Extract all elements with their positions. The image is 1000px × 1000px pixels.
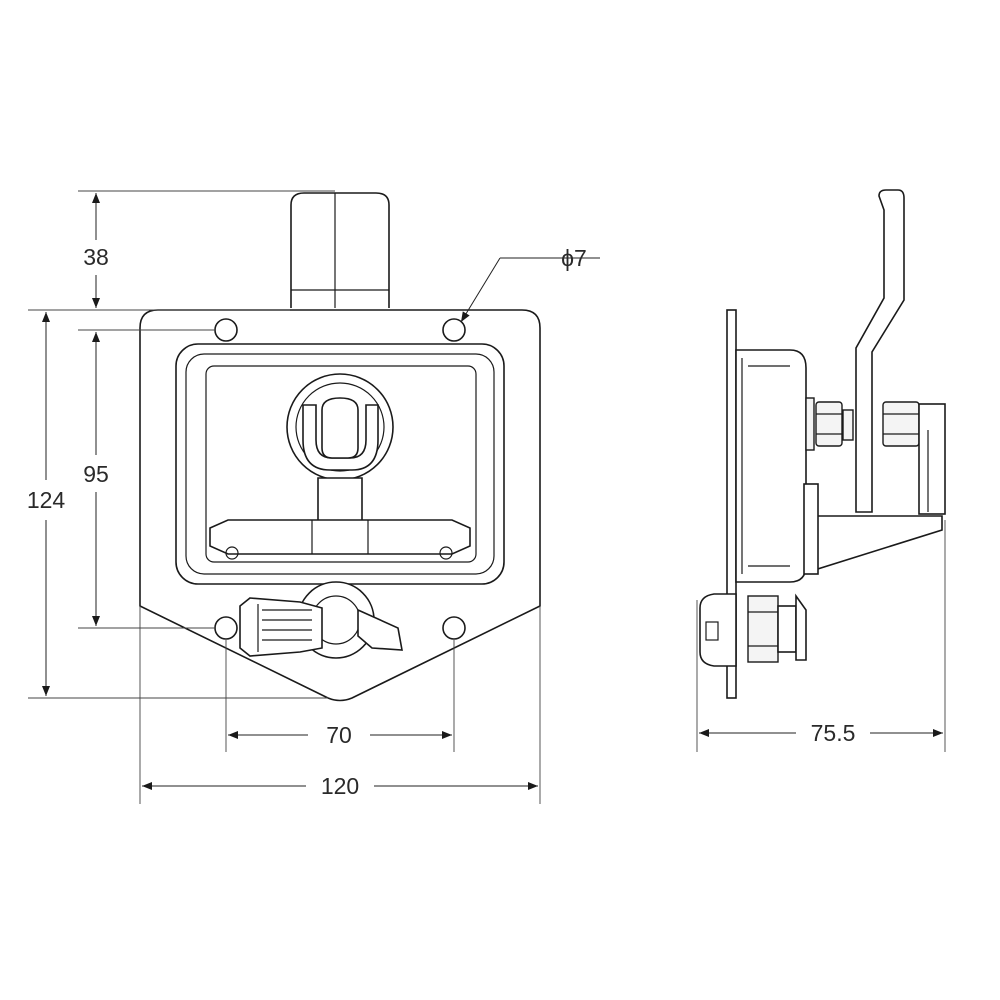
handle-clevis: [302, 404, 379, 471]
dimensions: 38 124 95 70 120 75.5 ϕ7: [27, 190, 946, 804]
dim-label-70: 70: [326, 722, 352, 748]
dim-label-124: 124: [27, 487, 66, 513]
mount-hole-bottom-right: [442, 616, 466, 640]
front-view: [139, 192, 541, 702]
handle-stem: [290, 192, 390, 308]
t-handle-bar: [209, 519, 471, 555]
side-bracket: [805, 515, 943, 574]
lock-dust-cover: [357, 608, 403, 651]
side-nut-right: [882, 401, 920, 447]
dim-label-95: 95: [83, 461, 109, 487]
dim-label-38: 38: [83, 244, 109, 270]
dim-label-75-5: 75.5: [811, 720, 856, 746]
lock-latch: [239, 597, 323, 657]
side-view: [699, 189, 946, 699]
side-lock-nut: [747, 595, 779, 663]
dim-label-120: 120: [321, 773, 359, 799]
mount-hole-bottom-left: [214, 616, 238, 640]
side-pan: [735, 349, 807, 583]
side-latch-arm: [855, 189, 905, 513]
dim-label-diameter: ϕ7: [561, 245, 587, 271]
mount-hole-top-right: [442, 318, 466, 342]
mount-hole-top-left: [214, 318, 238, 342]
side-nut-left: [815, 401, 843, 447]
